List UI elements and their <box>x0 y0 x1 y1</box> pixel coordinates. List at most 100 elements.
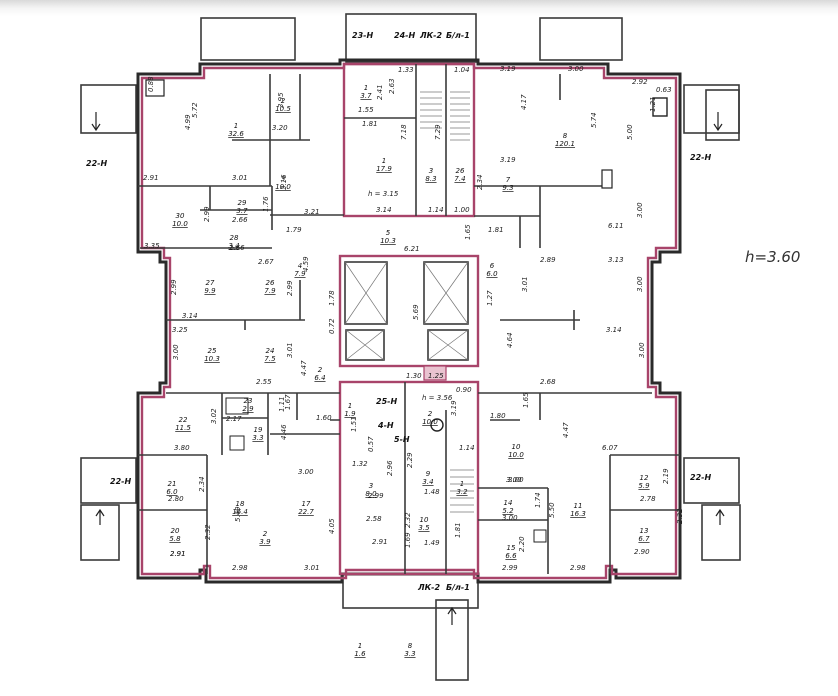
tag-blk1-top: Б/л-1 <box>446 31 470 40</box>
elevator-shaft-2 <box>423 261 469 325</box>
tag-h315: h = 3.15 <box>368 190 399 198</box>
room-area: 3.4 <box>228 242 239 250</box>
interior-walls-left <box>138 185 340 574</box>
room-area: 3.4 <box>422 478 433 486</box>
room-area: 6.6 <box>505 552 517 560</box>
dimension-label: 2.67 <box>258 258 274 266</box>
left-top-porch <box>80 84 137 134</box>
room-number: 2 <box>318 366 323 374</box>
arrow-up-icon <box>447 606 457 625</box>
right-top-ramp <box>705 89 740 141</box>
room-area: 8.3 <box>425 175 436 183</box>
room-area: 7.9 <box>294 270 306 278</box>
core-pink-block <box>423 365 447 381</box>
dimension-label: 2.32 <box>404 512 412 528</box>
dimension-label: 3.00 <box>298 468 314 476</box>
dimension-label: 2.78 <box>640 495 656 503</box>
dimension-label: 3.13 <box>608 256 624 264</box>
dimension-label: 2.20 <box>518 536 526 552</box>
dimension-label: 1.49 <box>424 539 440 547</box>
room-number: 8 <box>408 642 413 650</box>
room-number: 29 <box>238 199 247 207</box>
dimension-label: 4.99 <box>184 114 192 130</box>
room-number: 1 <box>364 84 368 92</box>
room-number: 2 <box>263 530 268 538</box>
dimension-label: 7.29 <box>434 124 442 140</box>
tag-4h: 4-Н <box>377 421 394 430</box>
room-area: 10.0 <box>275 183 291 191</box>
room-number: 14 <box>504 499 513 507</box>
room-area: 3.3 <box>404 650 415 658</box>
lower-stair-flight <box>450 469 474 513</box>
dimension-label: 2.66 <box>232 216 248 224</box>
dimension-label: 7.18 <box>400 124 408 140</box>
dimension-label: 3.00 <box>508 476 524 484</box>
arrows <box>91 112 725 625</box>
elevator-shaft-1 <box>344 261 388 325</box>
elevator-cab-1 <box>345 329 385 361</box>
dimension-label: 1.81 <box>488 226 504 234</box>
dimension-label: 1.21 <box>649 96 657 112</box>
room-number: 30 <box>176 212 185 220</box>
room-number: 21 <box>168 480 177 488</box>
room-number: 22 <box>179 416 188 424</box>
dimension-label: 2.55 <box>256 378 272 386</box>
room-number: 19 <box>254 426 263 434</box>
top-left-annex <box>200 17 296 61</box>
dimension-label: 3.14 <box>182 312 198 320</box>
dimension-label: 1.67 <box>284 394 292 410</box>
room-area: 10.3 <box>204 355 220 363</box>
room-area: 2.9 <box>242 405 254 413</box>
core-block <box>338 62 480 576</box>
dimension-label: 2.32 <box>204 524 212 540</box>
dimension-label: 2.99 <box>286 280 294 296</box>
room-area: 10.0 <box>172 220 188 228</box>
room-number: 26 <box>266 279 275 287</box>
dimension-label: 1.14 <box>459 444 475 452</box>
left-bottom-porch <box>80 457 137 504</box>
room-area: 9.9 <box>204 287 216 295</box>
room-area: 7.4 <box>454 175 465 183</box>
dimension-label: 0.57 <box>367 436 375 452</box>
room-number: 25 <box>208 347 217 355</box>
room-number: 4 <box>298 262 302 270</box>
room-number: 17 <box>302 500 311 508</box>
dimension-label: 3.00 <box>638 342 646 358</box>
tag-23h: 23-Н <box>352 31 373 40</box>
tags: 23-Н 24-Н ЛК-2 Б/л-1 ЛК-2 Б/л-1 22-Н 22-… <box>86 31 711 592</box>
dimension-label: 2.19 <box>662 468 670 484</box>
outer-wall-outline <box>136 58 682 584</box>
dimension-label: 1.27 <box>486 290 494 306</box>
tag-h356: h = 3.56 <box>422 394 453 402</box>
elevator-cab-1-x <box>345 329 385 361</box>
room-number: 8 <box>563 132 568 140</box>
bottom-ramp <box>435 599 469 681</box>
elevator-core-outline <box>338 254 480 368</box>
dimension-label: 2.29 <box>406 452 414 468</box>
dimension-label: 3.01 <box>232 174 248 182</box>
dimension-label: 6.21 <box>404 245 420 253</box>
dimension-label: 3.02 <box>210 408 218 424</box>
room-area: 10.3 <box>380 237 396 245</box>
dimension-label: 3.00 <box>506 476 522 484</box>
dimension-label: 3.01 <box>521 276 529 292</box>
dimension-label: 1.81 <box>362 120 378 128</box>
dimension-label: 2.90 <box>634 548 650 556</box>
dimension-label: 1.25 <box>428 372 444 380</box>
tag-22h-right-bottom: 22-Н <box>690 473 711 482</box>
arrow-down-icon <box>713 112 723 132</box>
dimension-label: 1.74 <box>534 492 542 508</box>
room-area: 6.4 <box>314 374 325 382</box>
top-right-annex <box>539 17 623 61</box>
room-area: 3.5 <box>418 524 430 532</box>
dimension-label: 1.48 <box>424 488 440 496</box>
wc-fixture-right <box>652 97 668 117</box>
room-number: 5 <box>386 229 391 237</box>
room-area: 3.7 <box>360 92 372 100</box>
arrow-up-icon <box>95 508 105 525</box>
room-number: 10 <box>512 443 521 451</box>
room-number: 2 <box>281 97 286 105</box>
room-area: 3.3 <box>252 434 263 442</box>
room-area: 3.9 <box>259 538 271 546</box>
